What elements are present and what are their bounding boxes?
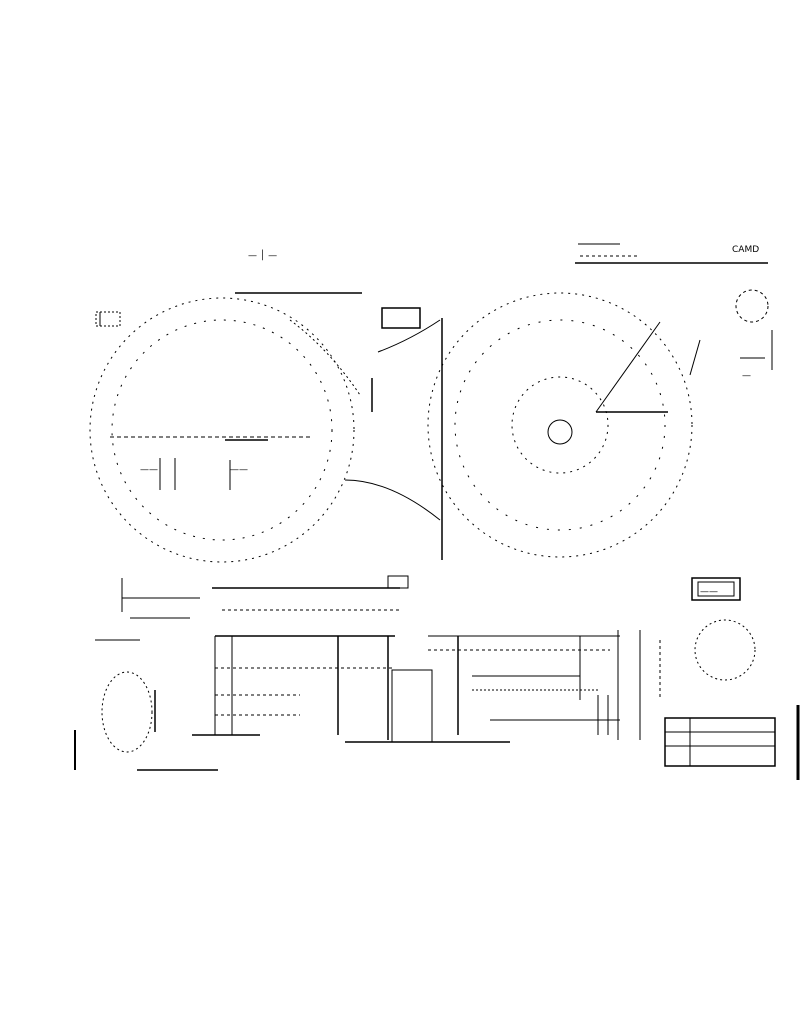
detail-circle	[694, 619, 756, 681]
left-corner-box	[95, 311, 121, 327]
bottom-left-oval	[101, 671, 153, 753]
left-circle-label-a: ——	[140, 465, 158, 475]
left-circle-label-b: ——	[230, 465, 248, 475]
bottom-middle-rect	[391, 669, 433, 743]
title-block	[664, 717, 776, 767]
top-right-tag: CAMD	[732, 245, 759, 255]
top-right-small-circle	[735, 289, 769, 323]
upper-link-curve-2	[377, 319, 441, 353]
lower-link-curve	[344, 479, 441, 521]
right-small-label: —	[742, 371, 751, 381]
right-hub-circle	[511, 376, 609, 474]
right-small-box	[691, 577, 741, 601]
upper-link-curve	[289, 319, 361, 396]
lower-mid-block	[387, 575, 409, 589]
right-center-boss	[547, 419, 573, 445]
right-outer-circle	[427, 292, 693, 558]
right-spoke-diagonal	[595, 321, 661, 413]
top-left-dims: — │ —	[248, 249, 277, 261]
right-arm	[689, 339, 701, 376]
center-box-label: ——	[700, 587, 718, 597]
right-inner-circle	[454, 319, 666, 531]
left-inner-circle	[111, 319, 333, 541]
left-outer-circle	[89, 297, 355, 563]
link-block	[381, 307, 421, 329]
right-small-box-inner	[697, 581, 735, 597]
